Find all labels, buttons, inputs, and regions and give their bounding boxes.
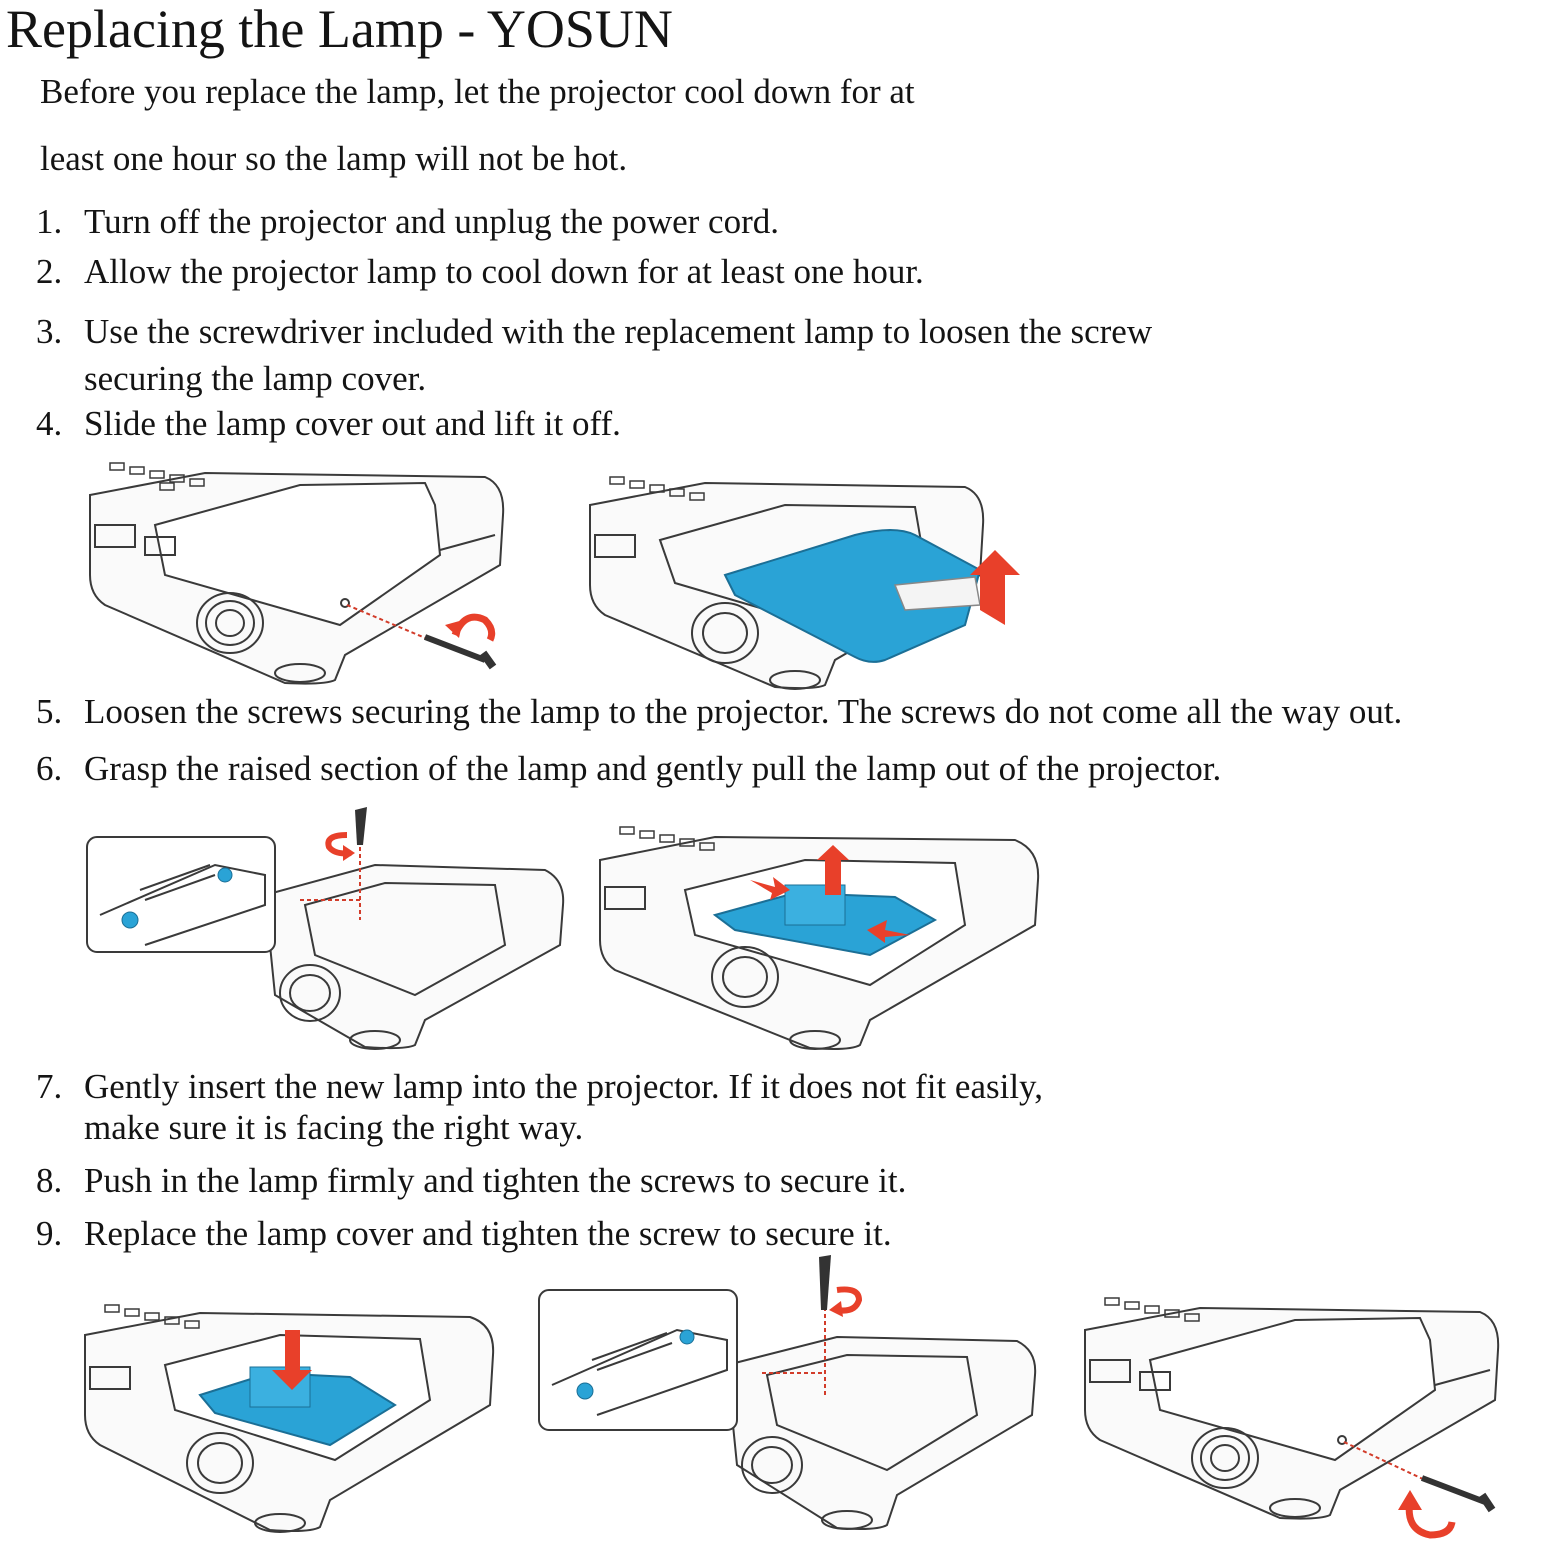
step-number: 3.: [36, 312, 63, 351]
step-text: Gently insert the new lamp into the proj…: [84, 1067, 1044, 1106]
figure-insert-new-lamp: [80, 1295, 500, 1540]
step-text: Grasp the raised section of the lamp and…: [84, 749, 1222, 788]
step-number: 4.: [36, 404, 63, 443]
step-text: Use the screwdriver included with the re…: [84, 312, 1153, 351]
step-number: 5.: [36, 692, 63, 731]
step-text: Slide the lamp cover out and lift it off…: [84, 404, 621, 443]
step-text: Allow the projector lamp to cool down fo…: [84, 252, 924, 291]
step-text: Push in the lamp firmly and tighten the …: [84, 1161, 907, 1200]
figure-loosen-cover-screw: [85, 455, 515, 690]
projector-pull-lamp-out-icon: [599, 826, 1040, 1050]
figure-remove-lamp-cover: [585, 465, 1030, 690]
projector-loosen-cover-screw-icon: [89, 462, 505, 685]
step-text-continued: securing the lamp cover.: [84, 359, 427, 398]
figure-pull-lamp-out: [595, 815, 1050, 1055]
figure-loosen-lamp-screws: [85, 805, 575, 1055]
page-title: Replacing the Lamp - YOSUN: [6, 0, 673, 59]
projector-loosen-lamp-screws-icon: [86, 807, 565, 1050]
step-text-continued: make sure it is facing the right way.: [84, 1108, 584, 1147]
step-number: 7.: [36, 1067, 63, 1106]
projector-replace-cover-icon: [1084, 1297, 1500, 1539]
step-number: 9.: [36, 1214, 63, 1253]
projector-insert-new-lamp-icon: [84, 1304, 495, 1533]
step-number: 1.: [36, 202, 63, 241]
step-number: 8.: [36, 1161, 63, 1200]
projector-tighten-lamp-screws-icon: [538, 1255, 1037, 1530]
projector-remove-lamp-cover-icon: [589, 476, 1020, 690]
figure-tighten-lamp-screws: [537, 1255, 1042, 1545]
step-number: 2.: [36, 252, 63, 291]
intro-line-1: Before you replace the lamp, let the pro…: [40, 72, 915, 111]
step-text: Turn off the projector and unplug the po…: [84, 202, 779, 241]
figure-replace-cover: [1080, 1290, 1510, 1545]
step-number: 6.: [36, 749, 63, 788]
step-text: Loosen the screws securing the lamp to t…: [84, 692, 1403, 731]
intro-line-2: least one hour so the lamp will not be h…: [40, 139, 628, 178]
step-text: Replace the lamp cover and tighten the s…: [84, 1214, 892, 1253]
